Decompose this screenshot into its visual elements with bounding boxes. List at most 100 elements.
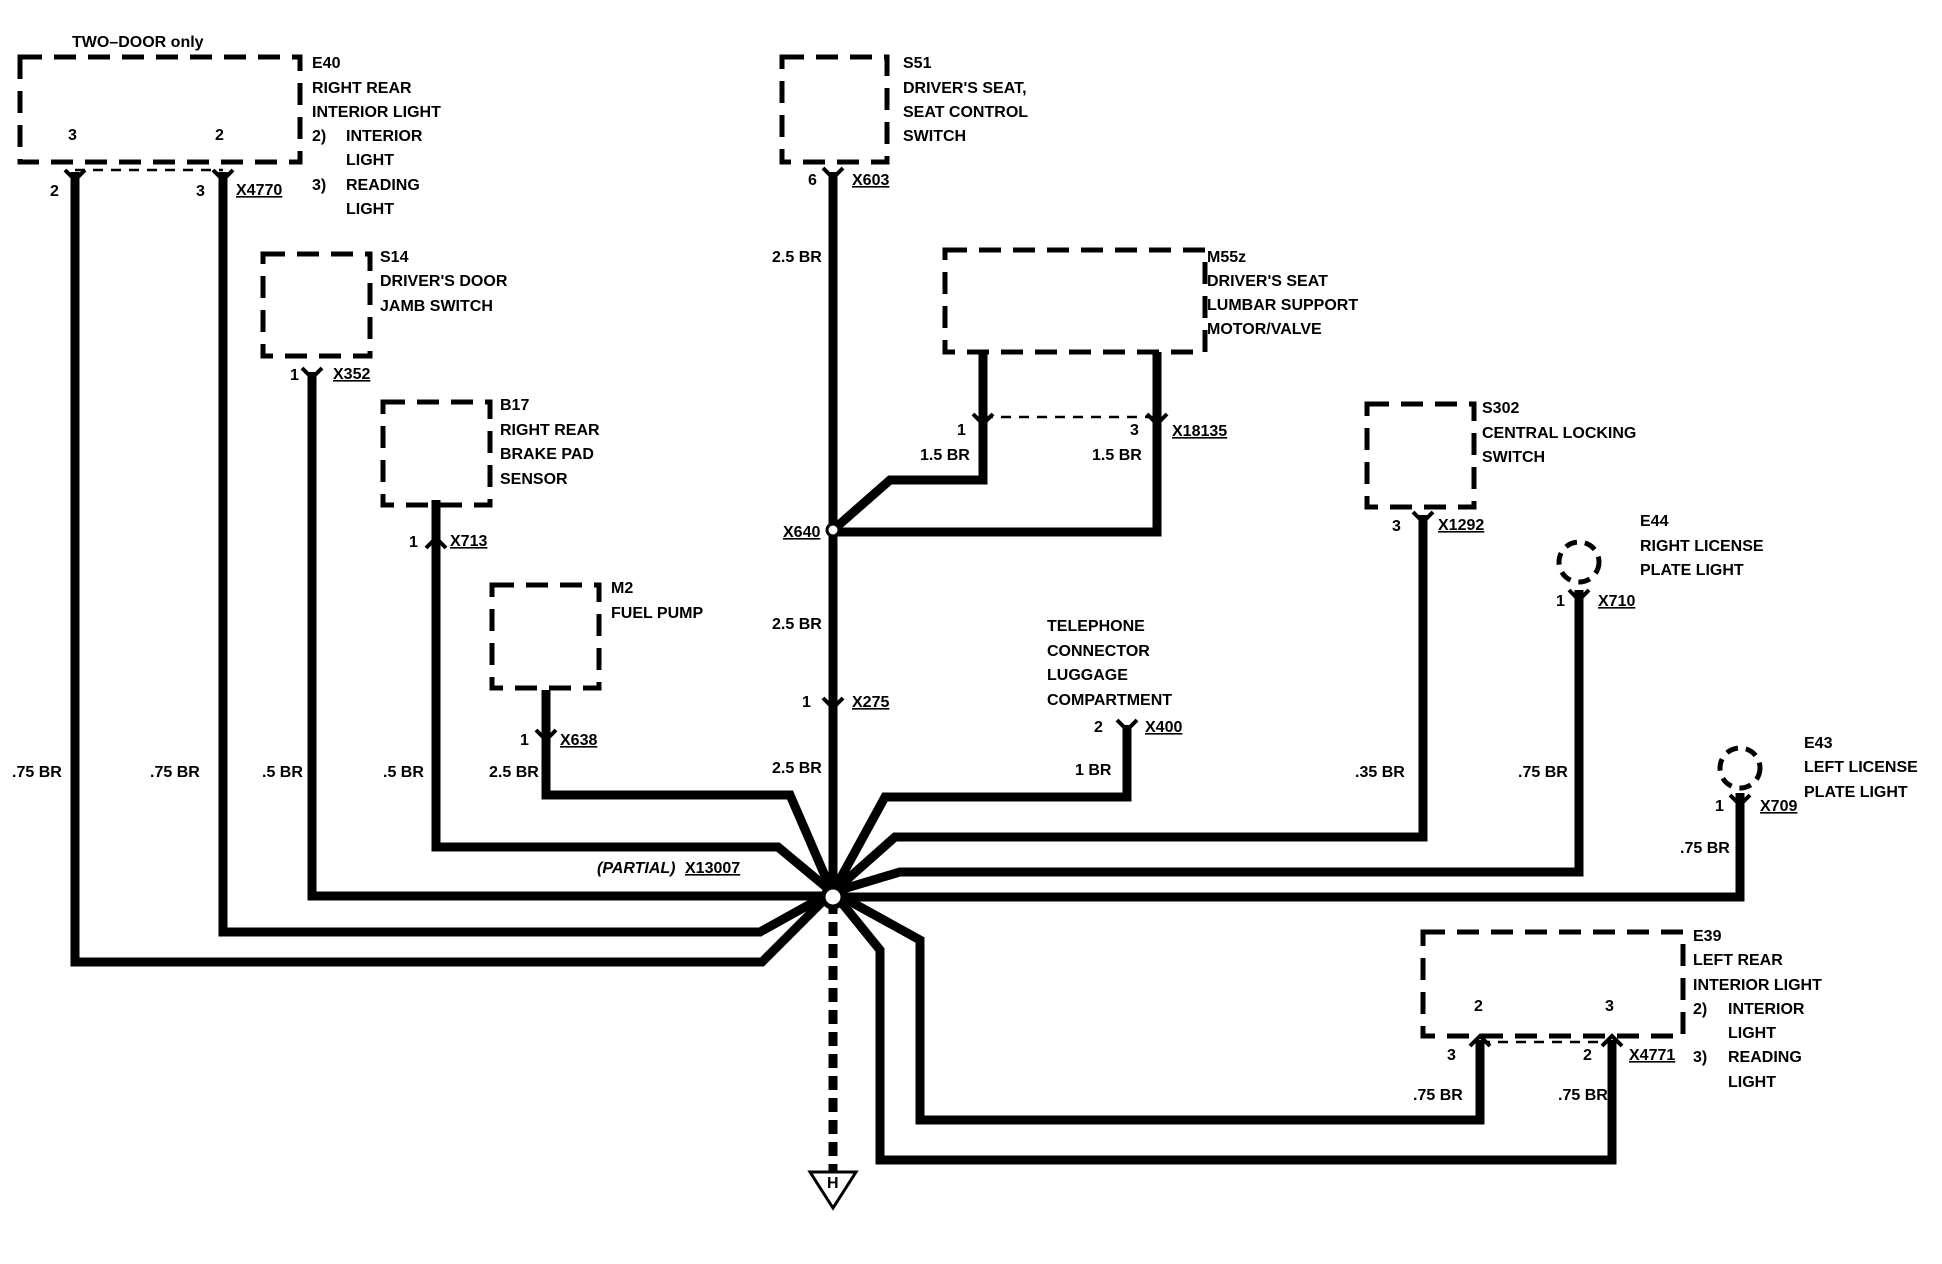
- e40-line: INTERIOR: [346, 128, 423, 145]
- b17-line: SENSOR: [500, 471, 568, 488]
- m55z-line: MOTOR/VALVE: [1207, 321, 1322, 338]
- x640-label: X640: [783, 524, 820, 541]
- s14-line: JAMB SWITCH: [380, 298, 493, 315]
- x4770-pin: 3: [196, 183, 205, 200]
- s51-line: SWITCH: [903, 128, 966, 145]
- s14-line: DRIVER'S DOOR: [380, 273, 508, 290]
- e40-labels: TWO–DOOR only E40 RIGHT REAR INTERIOR LI…: [50, 34, 441, 218]
- b17-id: B17: [500, 397, 529, 414]
- x710-label: X710: [1598, 593, 1635, 610]
- e40-line: READING: [346, 177, 420, 194]
- connector-pin-icon: [1145, 412, 1169, 427]
- wire-gauge-label: 2.5 BR: [772, 249, 822, 266]
- x275-pin: 1: [802, 694, 811, 711]
- e40-id: E40: [312, 55, 341, 72]
- e39-line: INTERIOR LIGHT: [1693, 977, 1822, 994]
- connector-pin-icon: [1115, 718, 1139, 733]
- s51-id: S51: [903, 55, 932, 72]
- wire-gauge-label: .75 BR: [1413, 1087, 1463, 1104]
- e39-line: 2): [1693, 1001, 1707, 1018]
- x18135-pin: 1: [957, 422, 966, 439]
- x603-label: X603: [852, 172, 889, 189]
- wire-e43: [833, 793, 1745, 902]
- connector-markers: [63, 166, 1752, 1048]
- wire-gauge-label: .75 BR: [150, 764, 200, 781]
- s51-component-box: [779, 54, 890, 165]
- e44-id: E44: [1640, 513, 1669, 530]
- wire-gauge-label: 1 BR: [1075, 762, 1112, 779]
- wire-e40-pin3: [218, 172, 835, 937]
- wire-telephone: [829, 725, 1132, 895]
- x713-label: X713: [450, 533, 487, 550]
- b17-line: BRAKE PAD: [500, 446, 594, 463]
- connector-pin-icon: [1411, 510, 1435, 525]
- wire-e44: [831, 590, 1584, 897]
- e40-line: LIGHT: [346, 152, 394, 169]
- x4770-label: X4770: [236, 182, 282, 199]
- wire-gauge-label: 2.5 BR: [772, 760, 822, 777]
- e40-pin: 3: [68, 127, 77, 144]
- x13007-label: X13007: [685, 860, 740, 877]
- connector-pin-icon: [1600, 1033, 1624, 1048]
- e40-component-box: [17, 54, 303, 165]
- x18135-pin: 3: [1130, 422, 1139, 439]
- e43-labels: E43 LEFT LICENSE PLATE LIGHT 1 X709 .75 …: [1680, 735, 1918, 857]
- x709-label: X709: [1760, 798, 1797, 815]
- e44-line: RIGHT LICENSE: [1640, 538, 1764, 555]
- wire-gauge-label: .75 BR: [12, 764, 62, 781]
- e43-lamp-icon: [1717, 745, 1763, 791]
- e39-line: LEFT REAR: [1693, 952, 1783, 969]
- x4771-pin: 3: [1447, 1047, 1456, 1064]
- telephone-line: COMPARTMENT: [1047, 692, 1172, 709]
- connector-pin-icon: [971, 412, 995, 427]
- wire-e39-pin2: [829, 889, 1617, 1165]
- x13007-splice-node: [820, 884, 846, 910]
- e43-id: E43: [1804, 735, 1833, 752]
- connector-pin-icon: [821, 696, 845, 711]
- telephone-line: TELEPHONE: [1047, 618, 1145, 635]
- x1292-label: X1292: [1438, 517, 1484, 534]
- connector-pin-icon: [1567, 588, 1591, 603]
- e39-labels: E39 LEFT REAR INTERIOR LIGHT 2) INTERIOR…: [1413, 928, 1822, 1104]
- e44-labels: E44 RIGHT LICENSE PLATE LIGHT 1 X710 .75…: [1518, 513, 1764, 781]
- e40-line: INTERIOR LIGHT: [312, 104, 441, 121]
- e39-pin: 2: [1474, 998, 1483, 1015]
- x18135-label: X18135: [1172, 423, 1227, 440]
- connector-pin-icon: [821, 166, 845, 181]
- s302-component-box: [1364, 401, 1477, 510]
- s51-line: DRIVER'S SEAT,: [903, 80, 1027, 97]
- connector-pin-icon: [1728, 793, 1752, 808]
- wire-gauge-label: 1.5 BR: [920, 447, 970, 464]
- m55z-labels: M55z DRIVER'S SEAT LUMBAR SUPPORT MOTOR/…: [783, 249, 1358, 541]
- x638-label: X638: [560, 732, 597, 749]
- b17-component-box: [380, 399, 493, 508]
- x1292-pin: 3: [1392, 518, 1401, 535]
- b17-line: RIGHT REAR: [500, 422, 600, 439]
- connector-pin-icon: [211, 168, 235, 183]
- x400-pin: 2: [1094, 719, 1103, 736]
- wire-gauge-label: .35 BR: [1355, 764, 1405, 781]
- wire-harness: [70, 168, 1745, 1172]
- connector-pin-icon: [424, 535, 448, 550]
- x638-pin: 1: [520, 732, 529, 749]
- s14-labels: S14 DRIVER'S DOOR JAMB SWITCH 1 X352: [290, 249, 508, 384]
- m55z-line: LUMBAR SUPPORT: [1207, 297, 1358, 314]
- s302-labels: S302 CENTRAL LOCKING SWITCH 3 X1292 .35 …: [1355, 400, 1636, 781]
- e39-line: LIGHT: [1728, 1025, 1776, 1042]
- wire-gauge-label: .75 BR: [1558, 1087, 1608, 1104]
- e44-lamp-icon: [1556, 539, 1602, 585]
- m2-labels: M2 FUEL PUMP 1 X638: [520, 580, 703, 749]
- connector-pin-icon: [534, 728, 558, 743]
- e39-line: 3): [1693, 1049, 1707, 1066]
- wire-e40-pin2: [70, 172, 836, 967]
- trunk-labels: 2.5 BR 1 X275 2.5 BR (PARTIAL) X13007: [597, 616, 889, 877]
- wire-s302: [830, 515, 1428, 896]
- wire-b17: [431, 500, 835, 896]
- e43-line: PLATE LIGHT: [1804, 784, 1908, 801]
- connector-pin-icon: [300, 366, 324, 381]
- m55z-component-box: [942, 247, 1208, 355]
- wire-gauge-label: .5 BR: [383, 764, 424, 781]
- e40-line: RIGHT REAR: [312, 80, 412, 97]
- e40-line: 3): [312, 177, 326, 194]
